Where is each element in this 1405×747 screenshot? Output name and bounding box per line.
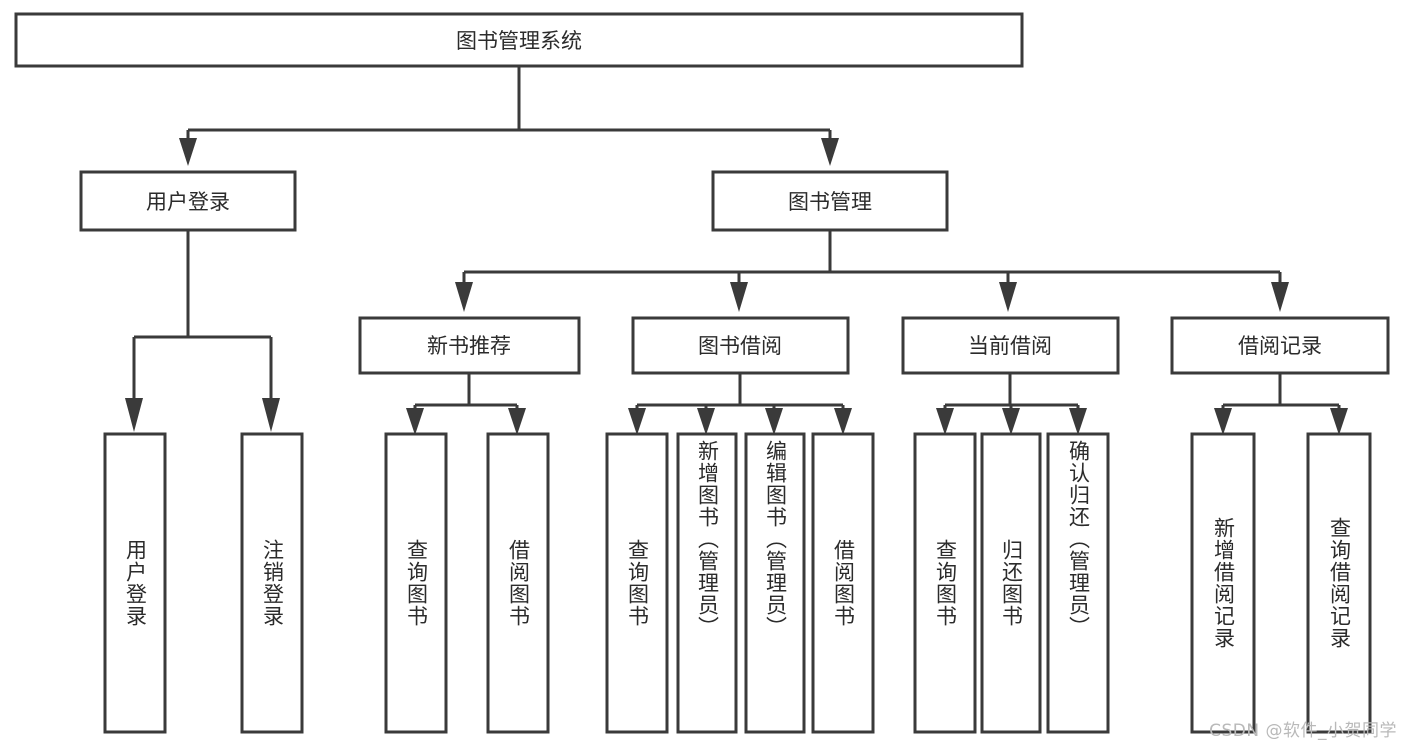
new-book-recommend-box[interactable] [358,316,581,375]
leaf-box-query-book-1[interactable] [384,432,448,734]
arrow-to-leaf-query-book-3 [936,408,954,435]
arrow-to-current-borrow [999,282,1017,312]
arrow-to-leaf-user-login [125,398,143,432]
arrow-to-leaf-query-record [1330,408,1348,435]
leaf-box-borrow-book-1[interactable] [486,432,550,734]
node-root[interactable]: 图书管理系统 [14,12,1024,68]
node-user-login[interactable]: 用户登录 [79,170,297,232]
book-manage-box[interactable] [711,170,949,232]
arrow-to-leaf-borrow-book-1 [508,408,526,435]
current-borrow-box[interactable] [901,316,1120,375]
user-login-label: 用户登录 [146,190,230,214]
root-label: 图书管理系统 [456,29,582,53]
arrow-to-user-login [179,138,197,166]
arrow-to-book-borrow [730,282,748,312]
arrow-to-leaf-query-book-1 [406,408,424,435]
arrow-to-book-manage [821,138,839,166]
arrow-to-new-book-recommend [455,282,473,312]
book-borrow-box[interactable] [631,316,850,375]
book-manage-label: 图书管理 [788,190,872,214]
borrow-record-label: 借阅记录 [1238,334,1322,358]
leaf-box-add-record[interactable] [1190,432,1256,734]
leaf-box-query-book-3[interactable] [913,432,977,734]
arrow-to-leaf-query-book-2 [628,408,646,435]
root-box[interactable] [14,12,1024,68]
leaf-box-borrow-book-2[interactable] [811,432,875,734]
node-current-borrow[interactable]: 当前借阅 [901,316,1120,375]
current-borrow-label: 当前借阅 [968,334,1052,358]
leaf-box-add-book[interactable] [676,432,738,734]
book-borrow-label: 图书借阅 [698,334,782,358]
leaf-box-user-login[interactable] [103,432,167,734]
arrow-to-leaf-borrow-book-2 [834,408,852,435]
leaf-box-return-book[interactable] [980,432,1042,734]
leaf-box-query-record[interactable] [1306,432,1372,734]
arrow-to-borrow-record [1271,282,1289,312]
node-book-borrow[interactable]: 图书借阅 [631,316,850,375]
leaf-box-confirm-return[interactable] [1046,432,1110,734]
arrow-to-leaf-edit-book [765,408,783,435]
leaf-box-user-logout[interactable] [240,432,304,734]
borrow-record-box[interactable] [1170,316,1390,375]
leaf-box-query-book-2[interactable] [605,432,669,734]
arrow-to-leaf-return-book [1002,408,1020,435]
arrow-to-leaf-add-book [697,408,715,435]
arrow-to-leaf-user-logout [262,398,280,432]
arrow-to-leaf-confirm-return [1069,408,1087,435]
csdn-watermark: CSDN @软件_小贺同学 [1209,721,1397,741]
node-new-book-recommend[interactable]: 新书推荐 [358,316,581,375]
leaf-box-edit-book[interactable] [744,432,806,734]
node-borrow-record[interactable]: 借阅记录 [1170,316,1390,375]
new-book-recommend-label: 新书推荐 [427,334,511,358]
arrow-to-leaf-add-record [1214,408,1232,435]
node-book-manage[interactable]: 图书管理 [711,170,949,232]
